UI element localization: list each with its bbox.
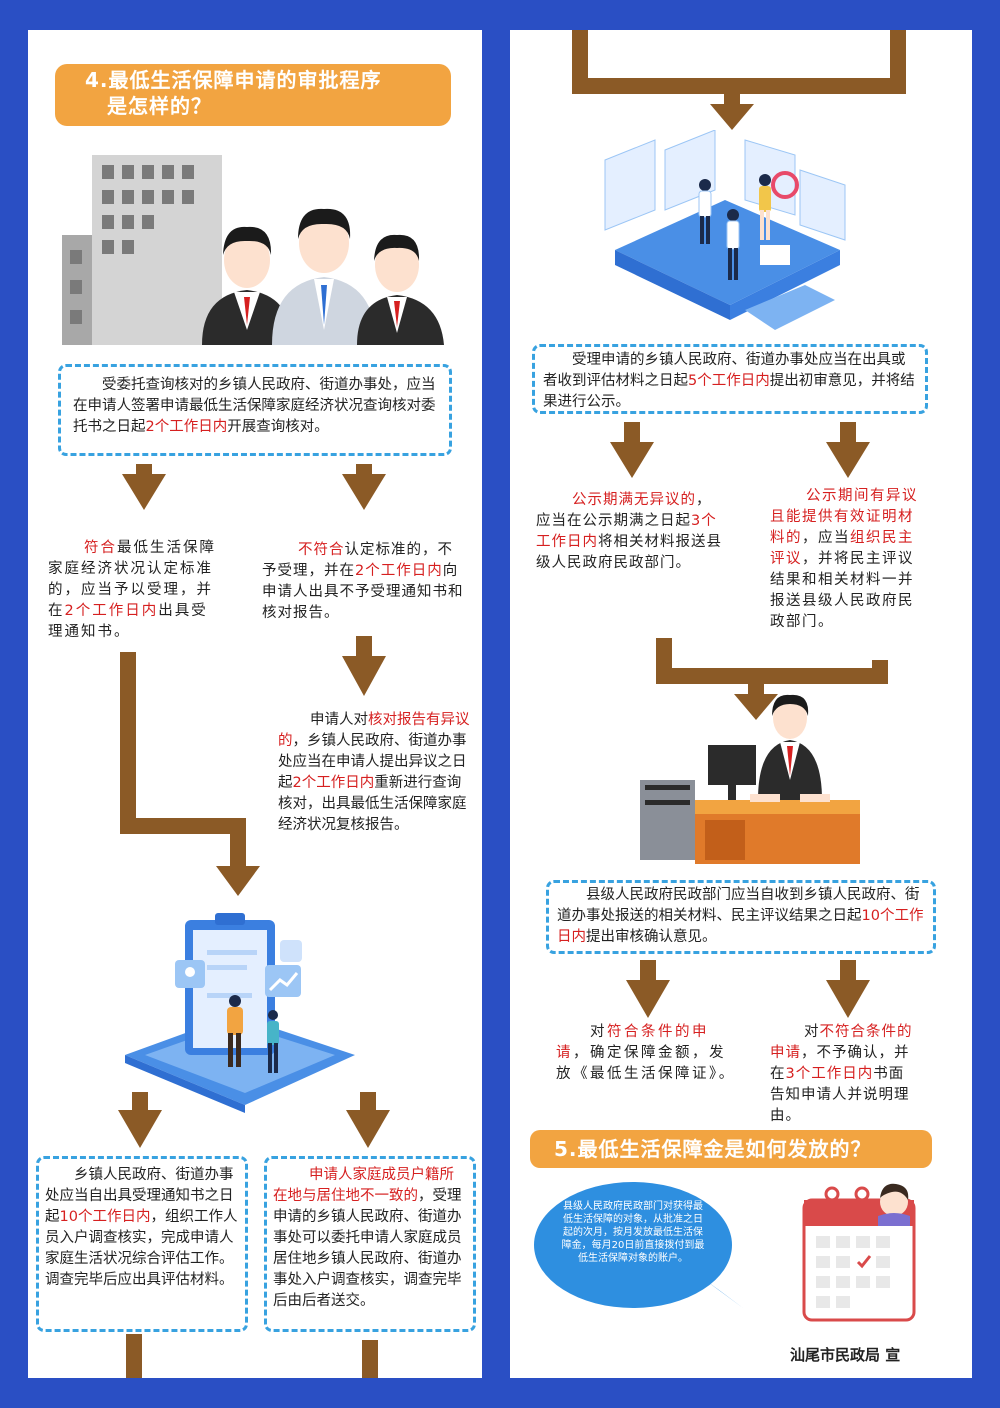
pipe [748,668,764,698]
pipe [356,464,372,478]
pipe [360,1092,376,1112]
pipe [872,660,888,684]
left-objection-text: 申请人对核对报告有异议的，乡镇人民政府、街道办事处应当在申请人提出异议之日起2个… [278,712,470,833]
payment-speech-bubble: 县级人民政府民政部门对获得最低生活保障的对象，从批准之日起的次月，按月发放最低生… [534,1182,732,1308]
arrow-down-8 [610,442,654,478]
right-reject-text: 对不符合条件的申请，不予确认，并在3个工作日内书面告知申请人并说明理由。 [770,1024,913,1124]
right-no-objection-text: 公示期满无异议的，应当在公示期满之日起3个工作日内将相关材料报送县级人民政府民政… [536,492,722,571]
right-has-objection-text: 公示期间有异议且能提供有效证明材料的，应当组织民主评议，并将民主评议结果和相关材… [770,488,918,630]
left-conform-text: 符合最低生活保障家庭经济状况认定标准的，应当予以受理，并在2个工作日内出具受理通… [48,540,216,640]
pipe [624,422,640,444]
left-box-entrust: 申请人家庭成员户籍所在地与居住地不一致的，受理申请的乡镇人民政府、街道办事处可以… [264,1156,476,1332]
section-title-5: 5.最低生活保障金是如何发放的？ [530,1130,932,1168]
right-box-county-review: 县级人民政府民政部门应当自收到乡镇人民政府、街道办事处报送的相关材料、民主评议结… [546,880,936,954]
pipe [120,652,136,832]
officials-illustration [62,155,444,345]
pipe [640,960,656,982]
arrow-down-10 [734,694,778,720]
arrow-down-5 [118,1110,162,1148]
county-official-illustration [640,694,860,864]
calendar-illustration [802,1183,916,1322]
pipe [656,668,888,684]
publisher-footer: 汕尾市民政局 宣 [790,1346,901,1364]
arrow-down-6 [346,1110,390,1148]
left-box-survey: 乡镇人民政府、街道办事处应当自出具受理通知书之日起10个工作日内，组织工作人员入… [36,1156,248,1332]
arrow-down-2 [342,474,386,510]
pipe [136,464,152,478]
pipe [840,960,856,982]
pipe [362,1340,378,1378]
pipe [132,1092,148,1112]
pipe [840,422,856,444]
review-illustration [604,130,846,330]
bubble-tail [705,1280,743,1308]
pipe [120,818,246,834]
arrow-down-11 [626,980,670,1018]
pipe [356,636,372,658]
arrow-down-12 [826,980,870,1018]
arrow-down-9 [826,442,870,478]
arrow-down-7 [710,104,754,130]
right-box-initial-review: 受理申请的乡镇人民政府、街道办事处应当在出具或者收到评估材料之日起5个工作日内提… [532,344,928,414]
arrow-down-1 [122,474,166,510]
left-nonconform-text: 不符合认定标准的，不予受理，并在2个工作日内向申请人出具不予受理通知书和核对报告… [262,542,464,621]
pipe [724,78,740,106]
title-line-2: 是怎样的？ [107,94,212,118]
left-box-query: 受委托查询核对的乡镇人民政府、街道办事处，应当在申请人签署申请最低生活保障家庭经… [58,364,452,456]
arrow-down-3 [216,866,260,896]
pipe [890,30,906,94]
section-title-4: 4.最低生活保障申请的审批程序 是怎样的？ [55,64,451,126]
pipe [126,1334,142,1378]
title-line-1: 4.最低生活保障申请的审批程序 [85,68,382,92]
investigation-illustration [125,913,355,1113]
arrow-down-4 [342,656,386,696]
pipe [230,818,246,870]
right-approve-text: 对符合条件的申请，确定保障金额，发放《最低生活保障证》。 [556,1024,736,1082]
